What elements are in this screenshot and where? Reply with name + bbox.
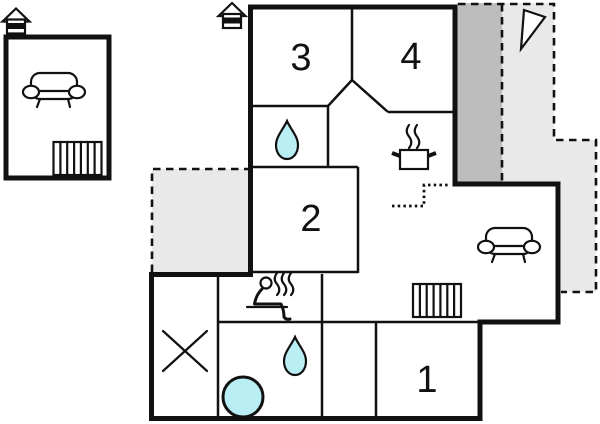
interior-walls (216, 7, 478, 418)
main-building-outline (149, 4, 561, 421)
room-1-label: 1 (416, 359, 437, 401)
main-building: 3 4 2 1 (149, 1, 561, 421)
veranda-dashed-border (458, 2, 598, 294)
veranda-dark-area (457, 3, 502, 183)
terrace-area (152, 169, 249, 272)
radiator-icon (52, 140, 103, 177)
sauna-person-icon (245, 271, 295, 321)
whirlpool-icon (221, 375, 265, 419)
north-arrow-icon (519, 8, 547, 53)
radiator-icon (411, 282, 463, 319)
dashed-boundaries (150, 2, 598, 294)
shaded-outdoor-areas (152, 3, 596, 292)
cooking-pot-icon (391, 123, 437, 171)
room-4-label: 4 (400, 36, 421, 78)
room-3-label: 3 (290, 37, 311, 79)
cross-icon (161, 329, 209, 373)
veranda-light-area (502, 3, 596, 292)
annex-building (1, 7, 112, 181)
room-2-label: 2 (300, 198, 321, 240)
